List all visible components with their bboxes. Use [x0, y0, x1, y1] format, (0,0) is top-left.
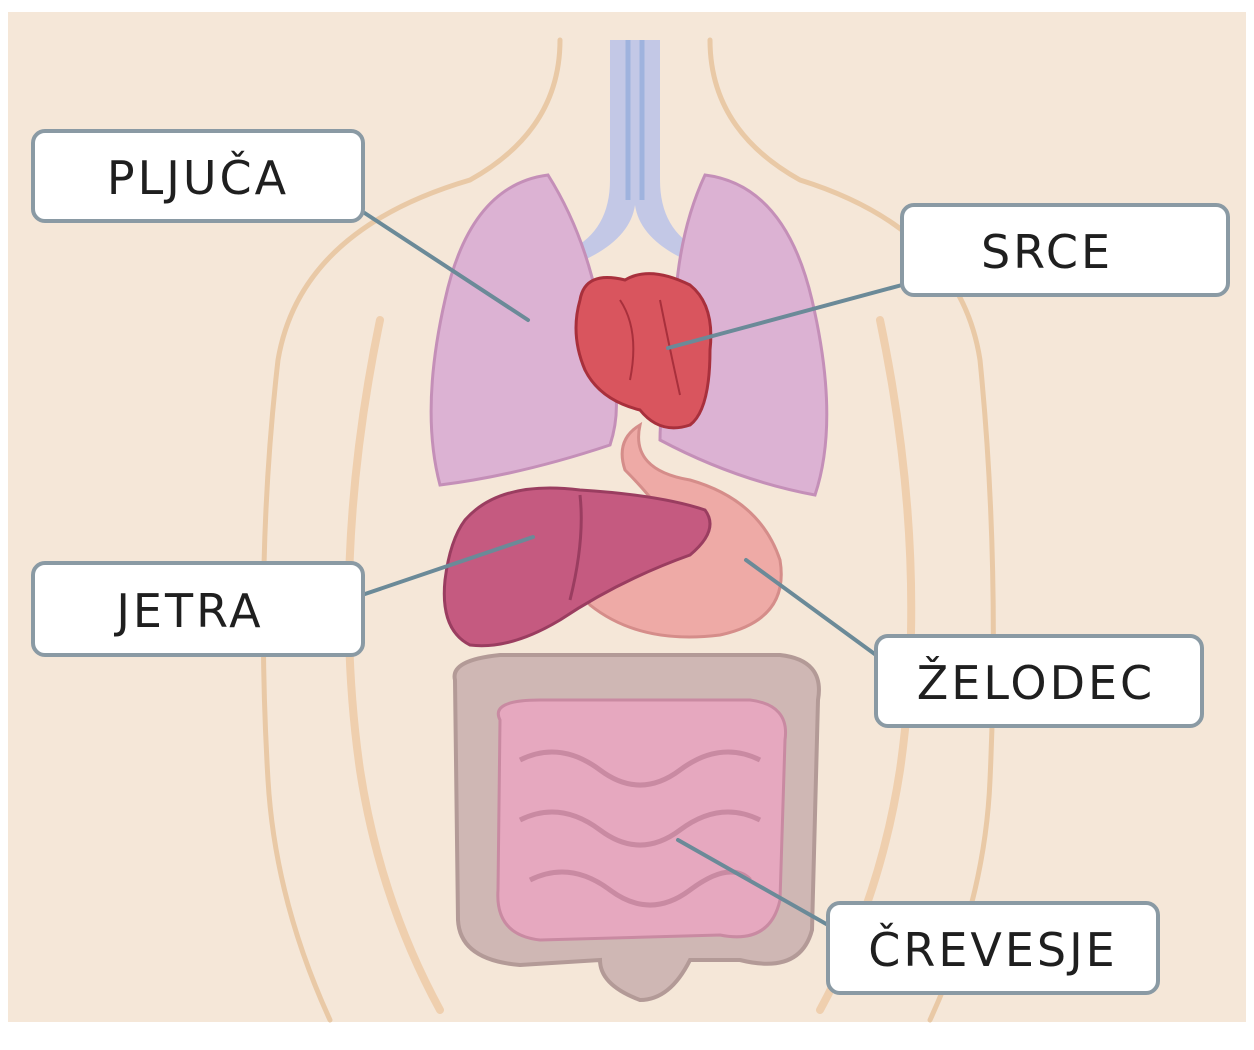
label-stomach-text: ŽELODEC [917, 656, 1155, 710]
label-heart-text: SRCE [981, 225, 1113, 279]
label-intestines-text: ČREVESJE [868, 922, 1118, 977]
label-heart: SRCE [902, 205, 1228, 295]
label-intestines: ČREVESJE [828, 903, 1158, 993]
label-lungs: PLJUČA [33, 131, 363, 221]
label-stomach: ŽELODEC [876, 636, 1202, 726]
label-lungs-text: PLJUČA [107, 150, 289, 205]
label-liver-text: JETRA [113, 584, 263, 638]
small-intestines [498, 700, 786, 940]
label-liver: JETRA [33, 563, 363, 655]
